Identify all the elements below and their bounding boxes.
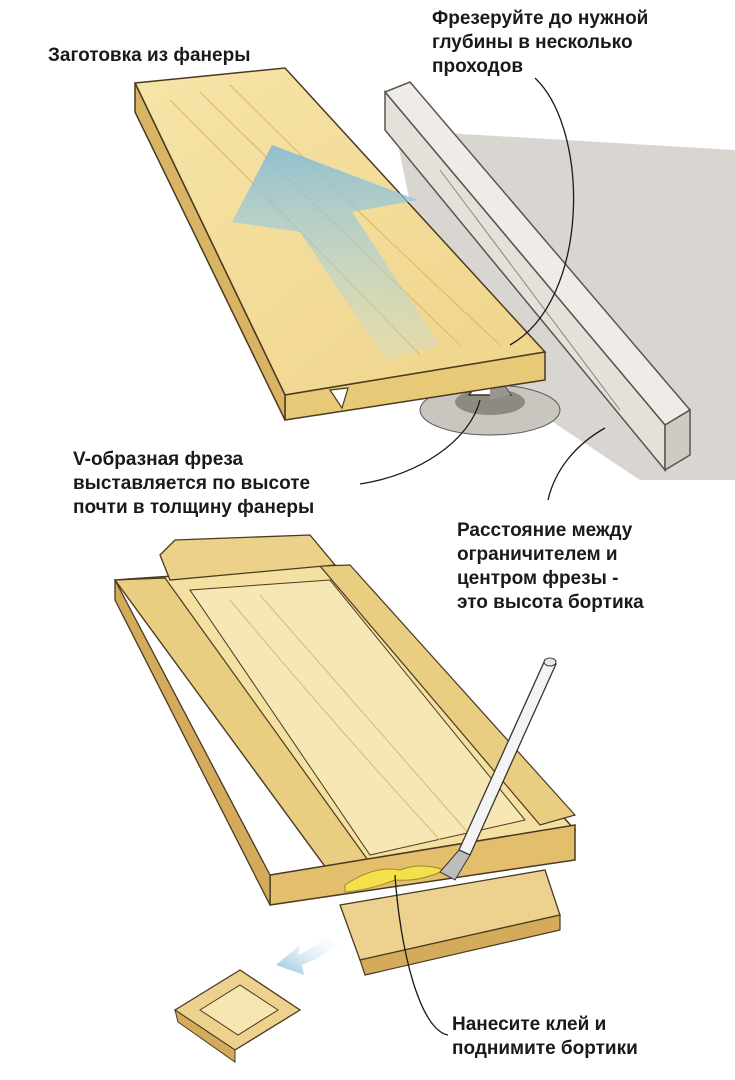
label-glue: Нанесите клей и поднимите бортики [452,1014,638,1059]
label-vbit-line-2: выставляется по высоте [73,473,310,494]
label-depth: Фрезеруйте до нужной глубины в несколько… [432,8,654,77]
label-depth-line-2: глубины в несколько [432,32,633,53]
label-vbit-line-3: почти в толщину фанеры [73,497,314,518]
leader-depth [509,77,575,346]
label-distance-line-2: ограничителем и [457,544,618,565]
label-distance: Расстояние между ограничителем и центром… [457,520,644,613]
leader-vbit [359,399,481,485]
label-vbit: V-образная фреза выставляется по высоте … [73,449,315,518]
glued-panel [113,534,577,976]
glue-brush-icon [439,657,557,881]
leader-glue [394,874,449,1036]
pull-direction-arrow-icon [276,935,338,975]
label-glue-line-1: Нанесите клей и [452,1014,606,1035]
label-depth-line-3: проходов [432,56,523,77]
label-glue-line-2: поднимите бортики [452,1038,638,1059]
feed-direction-arrow-icon [232,145,440,360]
label-blank: Заготовка из фанеры [48,45,250,66]
cut-off-piece [173,969,302,1063]
label-depth-line-1: Фрезеруйте до нужной [432,8,648,29]
label-distance-line-3: центром фрезы - [457,568,618,589]
label-vbit-line-1: V-образная фреза [73,449,244,470]
label-distance-line-1: Расстояние между [457,520,633,541]
fence [383,81,692,473]
leader-distance [547,427,606,501]
label-distance-line-4: это высота бортика [457,592,644,613]
